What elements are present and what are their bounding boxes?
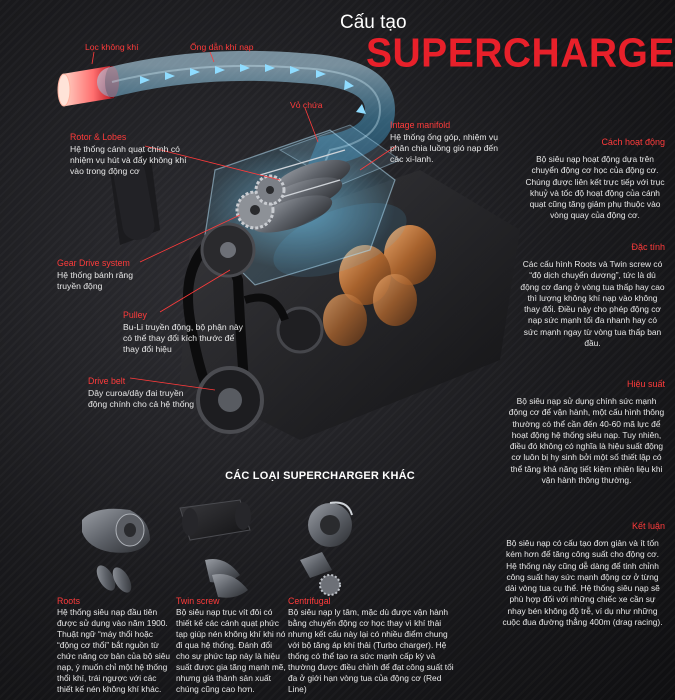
- part-desc: Hệ thống bánh răng truyền động: [57, 269, 133, 291]
- type-title: Centrifugal: [288, 596, 331, 606]
- air-filter-callout: Lọc không khí: [85, 42, 139, 52]
- section-title: Đặc tính: [631, 242, 665, 252]
- section-text: Bộ siêu nạp có cấu tạo đơn giản và ít tố…: [502, 538, 663, 627]
- section-how-it-works: Cách hoạt động Bộ siêu nạp hoạt động dựa…: [525, 136, 665, 222]
- roots-thumbnail: [82, 508, 150, 593]
- part-desc: Dây curoa/dây đai truyền động chính cho …: [88, 387, 195, 409]
- part-intake-manifold: Intage manifold Hệ thống ống góp, nhiệm …: [390, 120, 500, 166]
- leader-lines: [91, 51, 397, 391]
- part-title: Intage manifold: [390, 120, 451, 130]
- type-twin-screw: Twin screw Bộ siêu nạp trục vít đôi có t…: [176, 596, 286, 695]
- section-title: Kết luận: [631, 521, 665, 531]
- part-desc: Hệ thống ống góp, nhiệm vụ phân chia luồ…: [390, 131, 498, 165]
- type-desc: Hệ thống siêu nạp đầu tiên được sử dụng …: [57, 607, 171, 694]
- section-title: Hiệu suất: [626, 379, 665, 389]
- part-gear-drive: Gear Drive system Hệ thống bánh răng tru…: [57, 258, 157, 292]
- section-text: Bộ siêu nạp hoạt động dựa trên chuyển độ…: [525, 154, 665, 221]
- housing-callout: Vỏ chứa: [290, 100, 323, 110]
- type-centrifugal: Centrifugal Bộ siêu nạp ly tâm, mặc dù đ…: [288, 596, 460, 695]
- part-desc: Bu-Li truyền động, bộ phận này có thể th…: [123, 321, 243, 355]
- page-subtitle: Cấu tạo: [340, 12, 407, 33]
- centrifugal-thumbnail: [300, 501, 353, 596]
- section-conclusion: Kết luận Bộ siêu nạp có cấu tạo đơn giản…: [500, 520, 665, 628]
- part-title: Pulley: [123, 310, 147, 320]
- part-rotor-lobes: Rotor & Lobes Hệ thống cánh quạt chính c…: [70, 132, 200, 178]
- part-desc: Hệ thống cánh quạt chính có nhiệm vụ hút…: [70, 143, 187, 177]
- part-title: Drive belt: [88, 376, 126, 386]
- part-title: Gear Drive system: [57, 258, 130, 268]
- section-title: Cách hoạt động: [601, 137, 665, 147]
- gear-drive: [235, 174, 286, 230]
- part-drive-belt: Drive belt Dây curoa/dây đai truyền động…: [88, 376, 200, 410]
- section-text: Các cấu hình Roots và Twin screw có “độ …: [520, 259, 665, 348]
- intake-pipe: [97, 50, 396, 190]
- part-title: Rotor & Lobes: [70, 132, 127, 142]
- section-performance: Hiệu suất Bộ siêu nạp sử dụng chính sức …: [508, 378, 665, 486]
- air-flow-glow: [273, 203, 407, 277]
- section-text: Bộ siêu nạp sử dụng chính sức mạnh động …: [508, 396, 665, 485]
- rotor-lobes: [251, 149, 351, 233]
- twin-screw-thumbnail: [179, 499, 251, 598]
- types-heading: CÁC LOẠI SUPERCHARGER KHÁC: [225, 470, 415, 482]
- type-roots: Roots Hệ thống siêu nạp đầu tiên được sử…: [57, 596, 172, 695]
- type-title: Twin screw: [176, 596, 220, 606]
- airflow-arrows: [140, 64, 366, 114]
- part-pulley: Pulley Bu-Li truyền động, bộ phận này có…: [123, 310, 251, 356]
- type-desc: Bộ siêu nạp ly tâm, mặc dù được vận hành…: [288, 607, 454, 694]
- page-title: SUPERCHARGER: [366, 30, 675, 77]
- intake-pipe-callout: Ống dẫn khí nạp: [190, 42, 254, 52]
- belt-drive: [183, 222, 324, 434]
- type-desc: Bộ siêu nạp trục vít đôi có thiết kế các…: [176, 607, 286, 694]
- section-characteristics: Đặc tính Các cấu hình Roots và Twin scre…: [520, 241, 665, 349]
- type-title: Roots: [57, 596, 80, 606]
